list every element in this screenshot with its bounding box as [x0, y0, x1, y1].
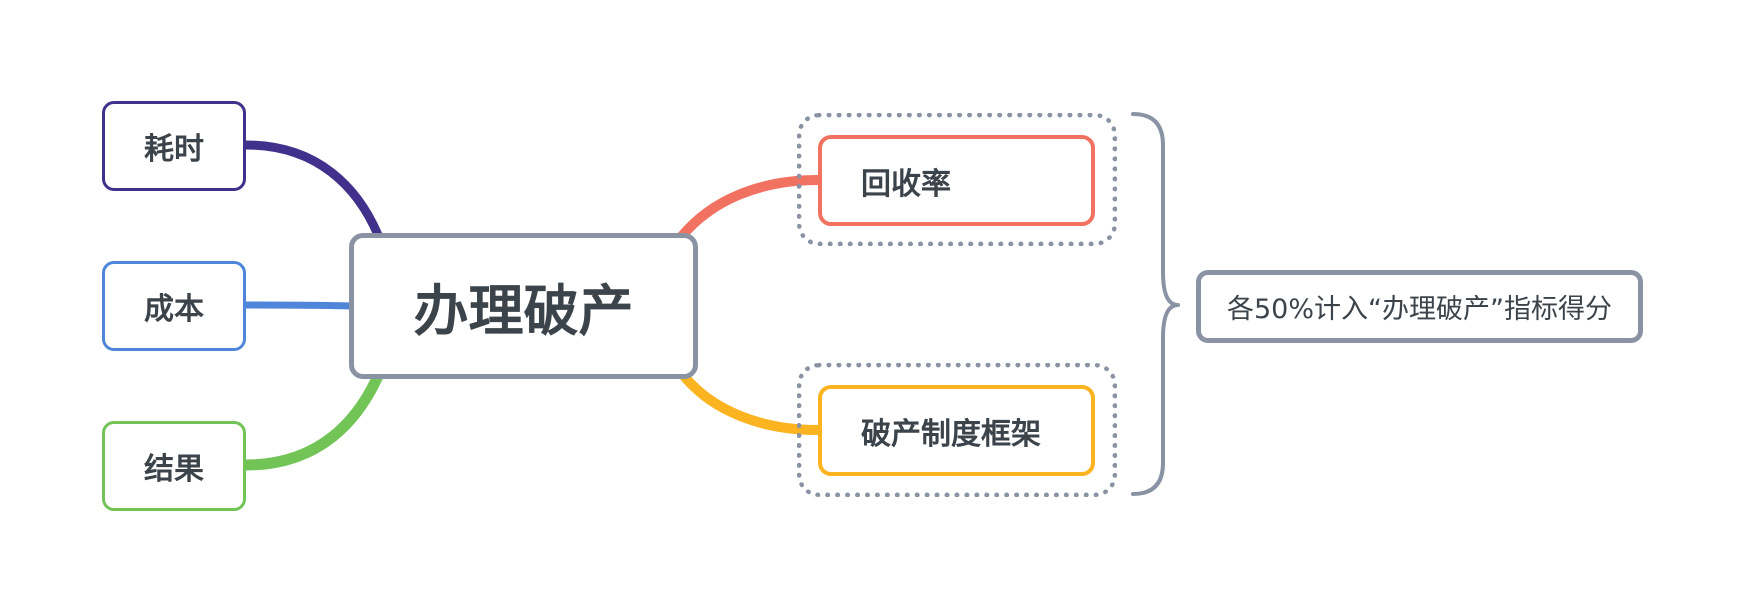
branch-label-kuangjia: 破产制度框架: [861, 416, 1041, 452]
central-topic-label: 办理破产: [413, 279, 634, 343]
central-topic-node[interactable]: 办理破产: [349, 233, 698, 379]
branch-label-jieguo: 结果: [144, 452, 204, 487]
branch-label-haoshi: 耗时: [144, 132, 204, 167]
branch-connector-chengben: [242, 301, 354, 310]
branch-node-haoshi[interactable]: 耗时: [102, 101, 246, 191]
branch-connector-haoshi: [241, 140, 383, 240]
branch-label-huishoulv: 回收率: [861, 166, 951, 202]
group-frame-kuangjia: [797, 363, 1117, 497]
branch-node-chengben[interactable]: 成本: [102, 261, 246, 351]
branch-node-huishoulv[interactable]: 回收率: [818, 135, 1095, 226]
summary-label: 各50%计入“办理破产”指标得分: [1227, 294, 1612, 325]
branch-node-jieguo[interactable]: 结果: [102, 421, 246, 511]
summary-brace: [1131, 112, 1180, 496]
summary-node[interactable]: 各50%计入“办理破产”指标得分: [1196, 270, 1643, 343]
branch-label-chengben: 成本: [144, 292, 204, 327]
branch-connector-jieguo: [240, 370, 384, 471]
group-frame-huishoulv: [797, 113, 1117, 246]
branch-node-kuangjia[interactable]: 破产制度框架: [818, 385, 1095, 476]
